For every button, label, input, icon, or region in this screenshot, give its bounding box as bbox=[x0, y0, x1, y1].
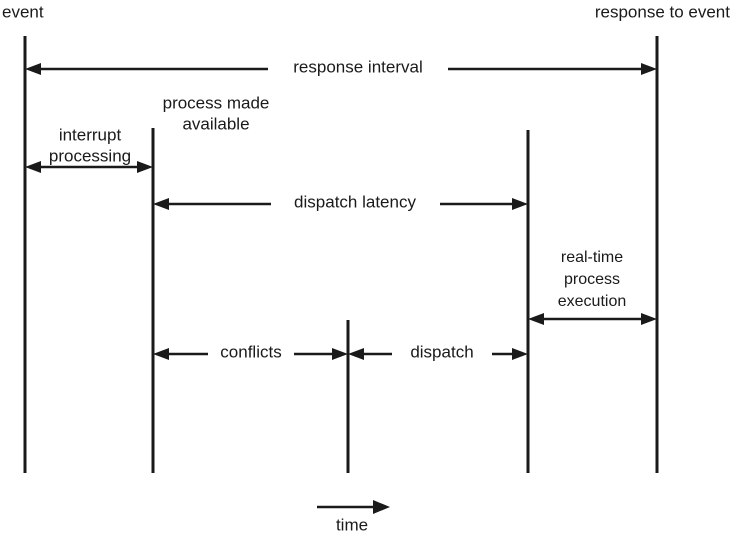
interval-conflicts: conflicts bbox=[153, 342, 348, 361]
interval-real-time-process-execution: real-time process execution bbox=[528, 249, 657, 325]
arrowhead-left-icon bbox=[153, 198, 169, 210]
label-real-time-execution-line1: real-time bbox=[561, 249, 623, 266]
arrowhead-right-icon bbox=[641, 313, 657, 325]
label-real-time-execution-line2: process bbox=[564, 271, 620, 288]
timeline-rules bbox=[23, 36, 659, 473]
arrowhead-right-icon bbox=[332, 348, 348, 360]
arrowhead-left-icon bbox=[528, 313, 544, 325]
arrowhead-right-icon bbox=[512, 198, 528, 210]
interval-interrupt-processing: interrupt processing bbox=[25, 125, 153, 173]
label-conflicts: conflicts bbox=[220, 342, 281, 361]
label-dispatch: dispatch bbox=[410, 342, 473, 361]
label-response-interval: response interval bbox=[293, 57, 422, 76]
arrowhead-right-icon bbox=[137, 161, 153, 173]
label-dispatch-latency: dispatch latency bbox=[294, 192, 416, 211]
arrowhead-right-icon bbox=[373, 500, 390, 514]
arrowhead-left-icon bbox=[153, 348, 169, 360]
label-event: event bbox=[2, 2, 44, 21]
label-interrupt-processing-line2: processing bbox=[49, 146, 131, 165]
label-process-made-available-line1: process made bbox=[163, 93, 270, 112]
label-time-axis: time bbox=[336, 515, 368, 534]
arrowhead-right-icon bbox=[512, 348, 528, 360]
label-response-to-event: response to event bbox=[595, 2, 730, 21]
interval-dispatch-latency: dispatch latency bbox=[153, 192, 528, 211]
label-process-made-available: process made available bbox=[163, 93, 270, 133]
label-process-made-available-line2: available bbox=[182, 114, 249, 133]
arrowhead-left-icon bbox=[25, 161, 41, 173]
interval-dispatch: dispatch bbox=[348, 342, 528, 361]
time-axis: time bbox=[317, 500, 390, 534]
arrowhead-left-icon bbox=[25, 63, 41, 75]
interval-response-interval: response interval bbox=[25, 57, 657, 76]
arrowhead-right-icon bbox=[641, 63, 657, 75]
arrowhead-left-icon bbox=[348, 348, 364, 360]
label-real-time-execution-line3: execution bbox=[558, 293, 627, 310]
label-interrupt-processing-line1: interrupt bbox=[59, 125, 122, 144]
